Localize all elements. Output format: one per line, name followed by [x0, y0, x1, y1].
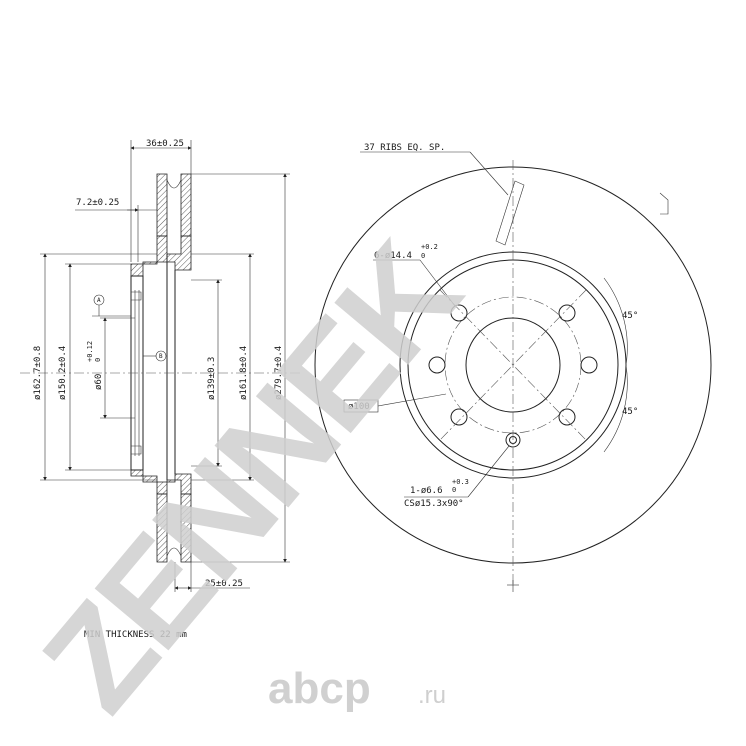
datum-a-label: A [97, 297, 101, 304]
bolt-hole-4 [580, 356, 598, 374]
dim-flange-offset: 7.2±0.25 [76, 198, 119, 208]
dim-dia-161: ø161.8±0.4 [239, 346, 249, 400]
vane-curve-top [166, 179, 182, 189]
dim-dia-162: ø162.7±0.8 [33, 346, 43, 400]
bolt-hole-tol-high: +0.2 [421, 243, 438, 251]
min-thickness-note: MIN THICKNESS 22 mm [84, 630, 187, 640]
logo-suffix: .ru [418, 682, 446, 709]
countersink-label: CSø15.3x90° [404, 499, 464, 509]
left-friction-ring-top [156, 173, 168, 237]
hub-hat-bottom [130, 469, 192, 495]
small-hole-tol-high: +0.3 [452, 478, 469, 486]
right-friction-ring-top [180, 173, 192, 237]
dim-dia-60-tol: +0.12 [86, 341, 94, 362]
datum-b-label: B [159, 353, 163, 360]
bolt-hole-2 [558, 304, 576, 322]
hub-flange [130, 275, 144, 471]
dim-dia-150: ø150.2±0.4 [58, 346, 68, 400]
dim-dia-279: ø279.7±0.4 [274, 346, 284, 400]
bolt-hole-label: 6-ø14.4 [374, 251, 412, 261]
dim-dia-60: ø60 [94, 374, 104, 390]
watermark-text: ZENNEK [13, 214, 490, 740]
brand-watermark: ZENNEK [13, 214, 490, 740]
bolt-hole-6 [558, 408, 576, 426]
dim-disc-thickness: 25±0.25 [205, 579, 243, 589]
front-view: 37 RIBS EQ. SP. 6-ø14.4 +0.2 0 ø100 45° … [314, 143, 712, 592]
abcp-logo: abcp .ru [268, 664, 446, 713]
dim-overall-width: 36±0.25 [146, 139, 184, 149]
section-view: 36±0.25 7.2±0.25 25±0.25 ø162.7±0.8 ø150… [20, 139, 300, 592]
angle-bottom: 45° [622, 407, 638, 417]
vane-curve-bottom [166, 547, 182, 557]
hub-hat-top [130, 235, 192, 277]
bolt-hole-1 [450, 304, 468, 322]
bolt-hole-tol-low: 0 [421, 252, 425, 260]
ribs-label: 37 RIBS EQ. SP. [364, 143, 445, 153]
dim-dia-60-tol-low: 0 [94, 358, 102, 362]
bolt-hole-3 [428, 356, 446, 374]
rib-indicator [495, 180, 525, 246]
dim-dia-139: ø139±0.3 [207, 357, 217, 400]
logo-text: abcp [268, 664, 371, 713]
small-hole-label: 1-ø6.6 [410, 486, 443, 496]
bolt-hole-5 [450, 408, 468, 426]
pcd-label: ø100 [348, 402, 370, 412]
small-hole-tol-low: 0 [452, 486, 456, 494]
angle-top: 45° [622, 311, 638, 321]
